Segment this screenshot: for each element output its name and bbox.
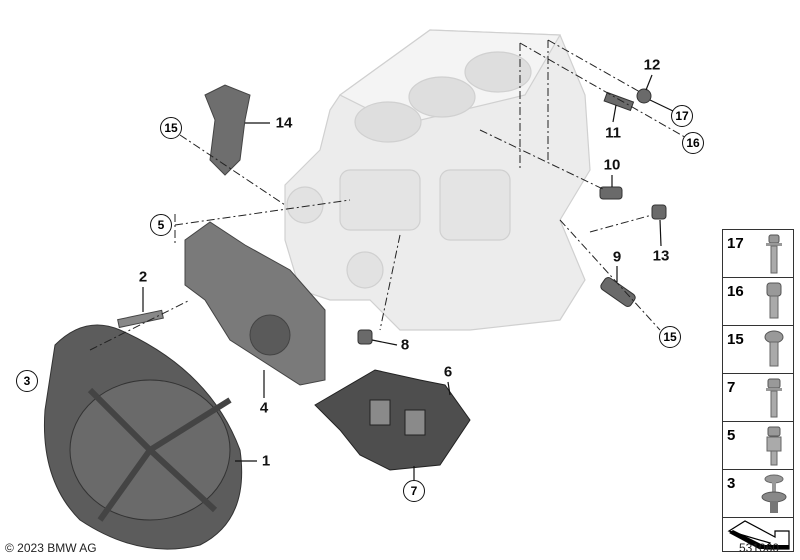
callout-7[interactable]: 7 (403, 480, 425, 502)
diagram-id: 531060 (739, 541, 780, 555)
push-rivet-icon (761, 474, 787, 513)
callout-12[interactable]: 12 (643, 56, 661, 74)
callout-8[interactable]: 8 (400, 336, 410, 354)
callout-15-right[interactable]: 15 (659, 326, 681, 348)
callout-9[interactable]: 9 (612, 248, 622, 266)
part-4-timing-case-cover (184, 221, 326, 386)
legend-number: 3 (727, 475, 736, 492)
callout-3[interactable]: 3 (16, 370, 38, 392)
callout-10[interactable]: 10 (603, 156, 621, 174)
legend-row-5[interactable]: 5 (723, 422, 793, 470)
callout-4[interactable]: 4 (259, 399, 269, 417)
legend-row-15[interactable]: 15 (723, 326, 793, 374)
legend-row-7[interactable]: 7 (723, 374, 793, 422)
bolt-hex-flange-icon (766, 378, 782, 418)
engine-block (284, 29, 591, 331)
callout-11[interactable]: 11 (605, 124, 621, 142)
legend-number: 7 (727, 379, 736, 396)
legend-number: 17 (727, 235, 744, 252)
callout-1[interactable]: 1 (261, 452, 271, 470)
copyright: © 2023 BMW AG (5, 541, 97, 555)
legend-row-3[interactable]: 3 (723, 470, 793, 518)
callout-13[interactable]: 13 (652, 247, 670, 265)
legend-row-16[interactable]: 16 (723, 278, 793, 326)
part-1-cover (43, 324, 243, 550)
callout-15-left[interactable]: 15 (160, 117, 182, 139)
legend-number: 16 (727, 283, 744, 300)
bolt-sleeve-icon (766, 426, 782, 466)
callout-16[interactable]: 16 (682, 132, 704, 154)
part-6-baffle (314, 369, 471, 471)
part-2-pin (117, 309, 164, 329)
legend-number: 5 (727, 427, 736, 444)
bolt-socket-head-icon (766, 282, 782, 319)
sensor-parts (357, 88, 667, 345)
callout-17[interactable]: 17 (671, 105, 693, 127)
leader-lines (89, 39, 691, 351)
legend-direction-arrow (723, 518, 793, 551)
legend-row-17[interactable]: 17 (723, 230, 793, 278)
callout-2[interactable]: 2 (138, 268, 148, 286)
bolt-torx-flange-icon (766, 234, 782, 274)
legend-number: 15 (727, 331, 744, 348)
callout-6[interactable]: 6 (443, 363, 453, 381)
direction-arrow-icon (727, 520, 790, 550)
fastener-legend: 17 16 15 7 5 3 (722, 229, 794, 552)
callout-leaders (142, 74, 674, 480)
bolt-torx-pan-icon (764, 330, 784, 367)
part-14-bracket (204, 84, 251, 176)
callout-14[interactable]: 14 (275, 114, 293, 132)
callout-5[interactable]: 5 (150, 214, 172, 236)
